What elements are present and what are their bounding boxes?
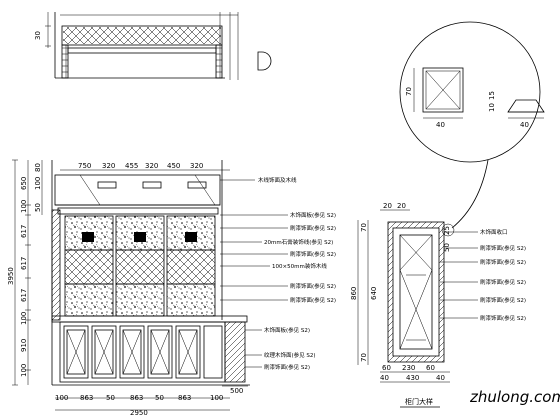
detail-dim-width-a: 40 xyxy=(436,121,445,129)
detail-dim-thickness-a: 10 xyxy=(488,103,496,112)
left-dim-3: 617 xyxy=(20,257,28,270)
left-dim-7: 100 xyxy=(20,364,28,377)
left-dim-5: 100 xyxy=(20,312,28,325)
callout-leader xyxy=(451,159,489,229)
main-note-3: 20mm石膏装饰线(参见 S2) xyxy=(264,238,333,246)
top-dim-2: 455 xyxy=(125,162,138,170)
main-note-2: 刷漆饰面(参见 S2) xyxy=(290,224,336,232)
door-note-3: 刷漆饰面(参见 S2) xyxy=(480,278,526,286)
top-section-view: 30 xyxy=(34,12,272,80)
left-dim-6: 910 xyxy=(20,339,28,352)
top-dim-1: 320 xyxy=(102,162,115,170)
door-right-dim-1: 50 xyxy=(443,243,451,252)
door-bottom-dim-3: 40 xyxy=(380,374,389,382)
door-top-dim-1: 20 xyxy=(397,202,406,210)
door-notes: 木饰面收口 刷漆饰面(参见 S2) 刷漆饰面(参见 S2) 刷漆饰面(参见 S2… xyxy=(440,228,526,322)
left-inner-dim-2: 50 xyxy=(34,203,42,212)
door-left-dim-0: 70 xyxy=(360,223,368,232)
main-note-7: 刷漆饰面(参见 S2) xyxy=(290,296,336,304)
door-note-5: 刷漆饰面(参见 S2) xyxy=(480,314,526,322)
bottom-dim-2: 50 xyxy=(106,394,115,402)
door-bottom-dim-5: 40 xyxy=(436,374,445,382)
detail-dim-width-b: 40 xyxy=(520,121,529,129)
left-dim-2: 617 xyxy=(20,225,28,238)
door-detail: 20 20 70 860 640 70 25 50 60 230 60 40 4… xyxy=(350,202,526,408)
total-width: 2950 xyxy=(130,409,148,417)
main-notes: 木线饰面及木线 木饰面板(参见 S2) 刷漆饰面(参见 S2) 20mm石膏装饰… xyxy=(220,176,336,371)
door-detail-title: 柜门大样 xyxy=(405,397,433,406)
door-bottom-dim-0: 60 xyxy=(382,364,391,372)
detail-circle xyxy=(399,21,541,163)
main-elevation: 750 320 455 320 450 320 3950 650 100 617… xyxy=(7,159,336,417)
door-left-dim-2: 640 xyxy=(370,287,378,300)
door-note-1: 刷漆饰面(参见 S2) xyxy=(480,244,526,252)
watermark: zhulong.com xyxy=(469,388,560,406)
detail-dim-height: 70 xyxy=(405,87,413,96)
door-note-4: 刷漆饰面(参见 S2) xyxy=(480,296,526,304)
detail-callout: 70 40 10 15 40 xyxy=(399,21,545,237)
main-note-1: 木饰面板(参见 S2) xyxy=(290,211,336,219)
detail-dim-thickness-b: 15 xyxy=(488,91,496,100)
bottom-dim-6: 100 xyxy=(210,394,223,402)
door-note-2: 刷漆饰面(参见 S2) xyxy=(480,258,526,266)
door-right-dim-0: 25 xyxy=(443,226,451,235)
left-dim-1: 100 xyxy=(20,200,28,213)
top-dim-left: 30 xyxy=(34,31,42,40)
top-dim-3: 320 xyxy=(145,162,158,170)
bottom-dim-1: 863 xyxy=(80,394,93,402)
side-dim: 500 xyxy=(230,387,243,395)
bottom-dim-5: 863 xyxy=(178,394,191,402)
main-note-9: 纹理木饰面(参见 S2) xyxy=(264,351,316,359)
door-bottom-dim-2: 60 xyxy=(426,364,435,372)
total-height: 3950 xyxy=(7,267,15,285)
door-left-dim-3: 70 xyxy=(360,353,368,362)
door-note-0: 木饰面收口 xyxy=(480,228,508,236)
top-dim-5: 320 xyxy=(190,162,203,170)
bottom-dim-0: 100 xyxy=(55,394,68,402)
door-bottom-dim-4: 430 xyxy=(406,374,419,382)
top-dim-4: 450 xyxy=(167,162,180,170)
left-inner-dim-1: 100 xyxy=(34,177,42,190)
door-top-dim-0: 20 xyxy=(383,202,392,210)
main-note-6: 刷漆饰面(参见 S2) xyxy=(290,282,336,290)
bottom-dim-4: 50 xyxy=(155,394,164,402)
main-note-0: 木线饰面及木线 xyxy=(258,176,297,184)
main-note-4: 刷漆饰面(参见 S2) xyxy=(290,250,336,258)
door-bottom-dim-1: 230 xyxy=(402,364,415,372)
top-dim-0: 750 xyxy=(78,162,91,170)
bottom-dim-3: 863 xyxy=(130,394,143,402)
left-dim-0: 650 xyxy=(20,177,28,190)
main-note-8: 木饰面板(参见 S2) xyxy=(264,326,310,334)
main-note-10: 刷漆饰面(参见 S2) xyxy=(264,363,310,371)
left-dim-4: 617 xyxy=(20,289,28,302)
door-left-dim-1: 860 xyxy=(350,287,358,300)
left-inner-dim-0: 80 xyxy=(34,163,42,172)
main-note-5: 100×50mm装饰木线 xyxy=(272,262,327,270)
